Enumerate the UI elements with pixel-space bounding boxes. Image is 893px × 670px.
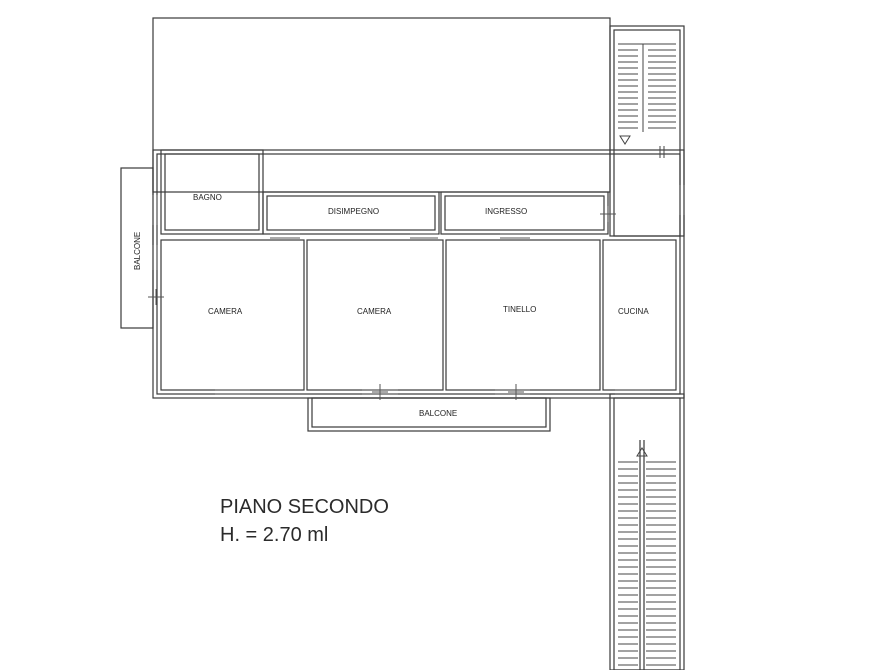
label-camera-1: CAMERA — [208, 307, 243, 316]
label-tinello: TINELLO — [503, 305, 536, 314]
stair-arrow-down-icon — [619, 135, 631, 145]
label-cucina: CUCINA — [618, 307, 649, 316]
ceiling-height: H. = 2.70 ml — [220, 524, 329, 546]
label-bagno: BAGNO — [193, 193, 222, 202]
plan-title-block: PIANO SECONDO H. = 2.70 ml — [220, 493, 389, 549]
label-camera-2: CAMERA — [357, 307, 392, 316]
room-disimpegno — [262, 191, 440, 235]
stairwell-top — [609, 25, 685, 237]
floor-name: PIANO SECONDO — [220, 496, 389, 518]
stair-treads-top — [618, 43, 676, 132]
upper-area — [152, 17, 611, 193]
apartment-outline — [152, 149, 685, 399]
label-disimpegno: DISIMPEGNO — [328, 207, 379, 216]
stair-arrow-up-icon — [636, 447, 648, 457]
room-tinello — [445, 239, 601, 391]
label-ingresso: INGRESSO — [485, 207, 527, 216]
label-balcone-bottom: BALCONE — [419, 409, 457, 418]
stair-treads-bottom — [618, 461, 676, 666]
label-balcone-left: BALCONE — [133, 232, 142, 270]
